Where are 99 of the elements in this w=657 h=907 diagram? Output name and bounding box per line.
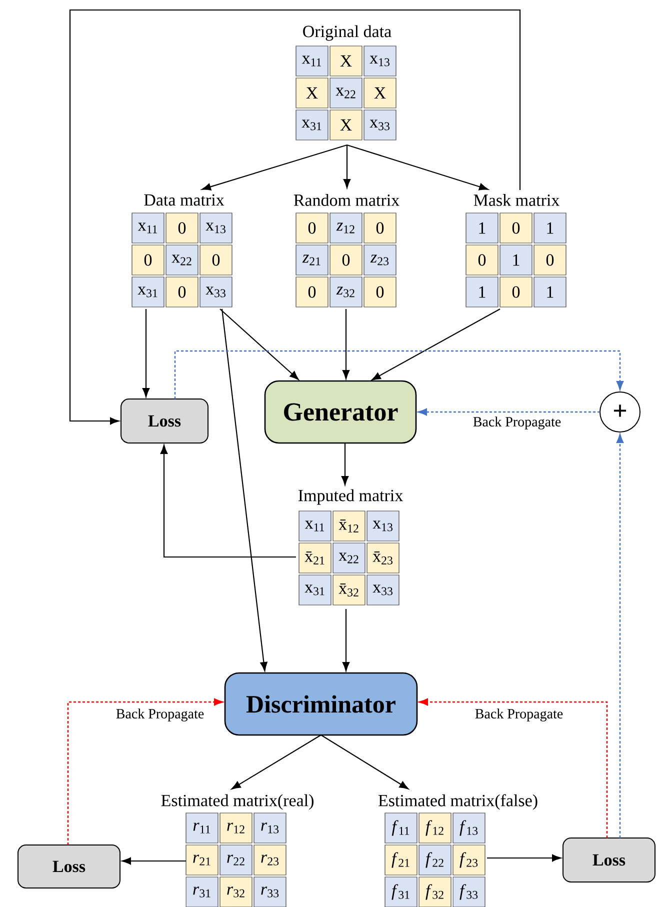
arrow [160,444,296,558]
arrow [221,308,268,672]
matrix-cell: f$_{32}$ [418,876,452,907]
matrix-cell: r$_{32}$ [220,876,252,907]
matrix-heading: Imputed matrix [298,489,403,505]
matrix-cell: x$_{22}$ [332,542,366,574]
matrix-cell: r$_{21}$ [186,844,218,876]
arrow [343,145,351,188]
matrix-cell: 0 [166,212,198,244]
generator-box: Generator [264,380,417,444]
matrix-cell: r$_{33}$ [254,876,286,907]
matrix-cell: X [296,78,328,108]
discriminator-box: Discriminator [224,672,418,736]
arrow [320,734,409,790]
matrix-cell: x$_{22}$ [166,244,198,276]
matrix-cell: 1 [534,212,566,244]
arrow [342,309,350,380]
matrix-heading: Mask matrix [474,194,560,206]
matrix-cell: x$_{13}$ [200,212,232,244]
arrow [220,308,299,380]
matrix-cell: 1 [466,212,498,244]
matrix-cell: 1 [500,244,532,276]
matrix-cell: r$_{31}$ [186,876,218,907]
matrix-cell: x$_{33}$ [200,276,232,308]
matrix-cell: 0 [200,244,232,276]
loss-box: Loss [18,844,120,888]
matrix-heading: Original data [303,25,392,41]
matrix-heading: Data matrix [144,194,224,206]
matrix-cell: 0 [296,276,328,308]
matrix-cell: 0 [500,276,532,308]
matrix-heading: Estimated matrix(real) [161,794,314,810]
matrix-cell: f$_{23}$ [452,844,486,876]
arrow [202,144,348,190]
matrix-cell: 0 [330,244,362,276]
matrix-cell: 0 [166,276,198,308]
arrow [487,854,562,862]
matrix-cell: X [364,78,396,108]
matrix-cell: 0 [500,212,532,244]
matrix-heading: Estimated matrix(false) [378,794,538,810]
arrow [122,857,186,865]
matrix-cell: f$_{31}$ [384,876,418,907]
matrix-cell: X [330,110,362,140]
edge-label: Back Propagate [472,416,562,430]
matrix-cell: 0 [364,212,396,244]
matrix-cell: x$_{22}$ [330,78,362,108]
matrix-cell: z$_{23}$ [364,244,396,276]
matrix-cell: 0 [132,244,164,276]
matrix-cell: r$_{23}$ [254,844,286,876]
arrow [342,609,350,672]
arrow [418,698,608,838]
matrix-cell: f$_{11}$ [384,812,418,844]
arrow [418,408,600,416]
matrix-cell: x$_{33}$ [366,574,400,606]
arrow [341,443,349,486]
matrix-cell: x̄$_{23}$ [366,542,400,574]
arrow [142,309,150,398]
arrow [67,698,224,845]
matrix-cell: X [330,46,362,76]
matrix-cell: r$_{12}$ [220,812,252,844]
matrix-cell: f$_{12}$ [418,812,452,844]
matrix-cell: x$_{11}$ [298,510,332,542]
matrix-cell: 1 [466,276,498,308]
loss-box: Loss [562,838,656,882]
arrow [231,734,322,790]
edge-label: Back Propagate [474,708,564,722]
matrix-cell: x$_{31}$ [132,276,164,308]
edge-label: Back Propagate [114,708,206,722]
matrix-cell: 0 [364,276,396,308]
matrix-cell: x$_{31}$ [298,574,332,606]
matrix-cell: 0 [466,244,498,276]
arrow [346,144,488,190]
matrix-cell: x$_{31}$ [296,110,328,140]
matrix-cell: z$_{21}$ [296,244,328,276]
matrix-cell: x̄$_{32}$ [332,574,366,606]
matrix-heading: Random matrix [294,194,400,206]
matrix-cell: x$_{11}$ [132,212,164,244]
matrix-cell: z$_{32}$ [330,276,362,308]
matrix-cell: r$_{13}$ [254,812,286,844]
matrix-cell: f$_{21}$ [384,844,418,876]
arrow [69,9,521,425]
matrix-cell: x$_{11}$ [296,46,328,76]
matrix-cell: z$_{12}$ [330,212,362,244]
matrix-cell: x$_{13}$ [366,510,400,542]
matrix-cell: x$_{33}$ [364,110,396,140]
arrow [174,350,624,399]
arrow [372,308,500,380]
matrix-cell: f$_{22}$ [418,844,452,876]
matrix-cell: f$_{13}$ [452,812,486,844]
matrix-cell: x$_{13}$ [364,46,396,76]
matrix-cell: 1 [534,276,566,308]
arrow [616,434,624,838]
matrix-cell: 0 [534,244,566,276]
loss-box: Loss [120,398,208,444]
matrix-cell: r$_{22}$ [220,844,252,876]
matrix-cell: f$_{33}$ [452,876,486,907]
matrix-cell: 0 [296,212,328,244]
matrix-cell: x̄$_{21}$ [298,542,332,574]
matrix-cell: r$_{11}$ [186,812,218,844]
matrix-cell: x̄$_{12}$ [332,510,366,542]
